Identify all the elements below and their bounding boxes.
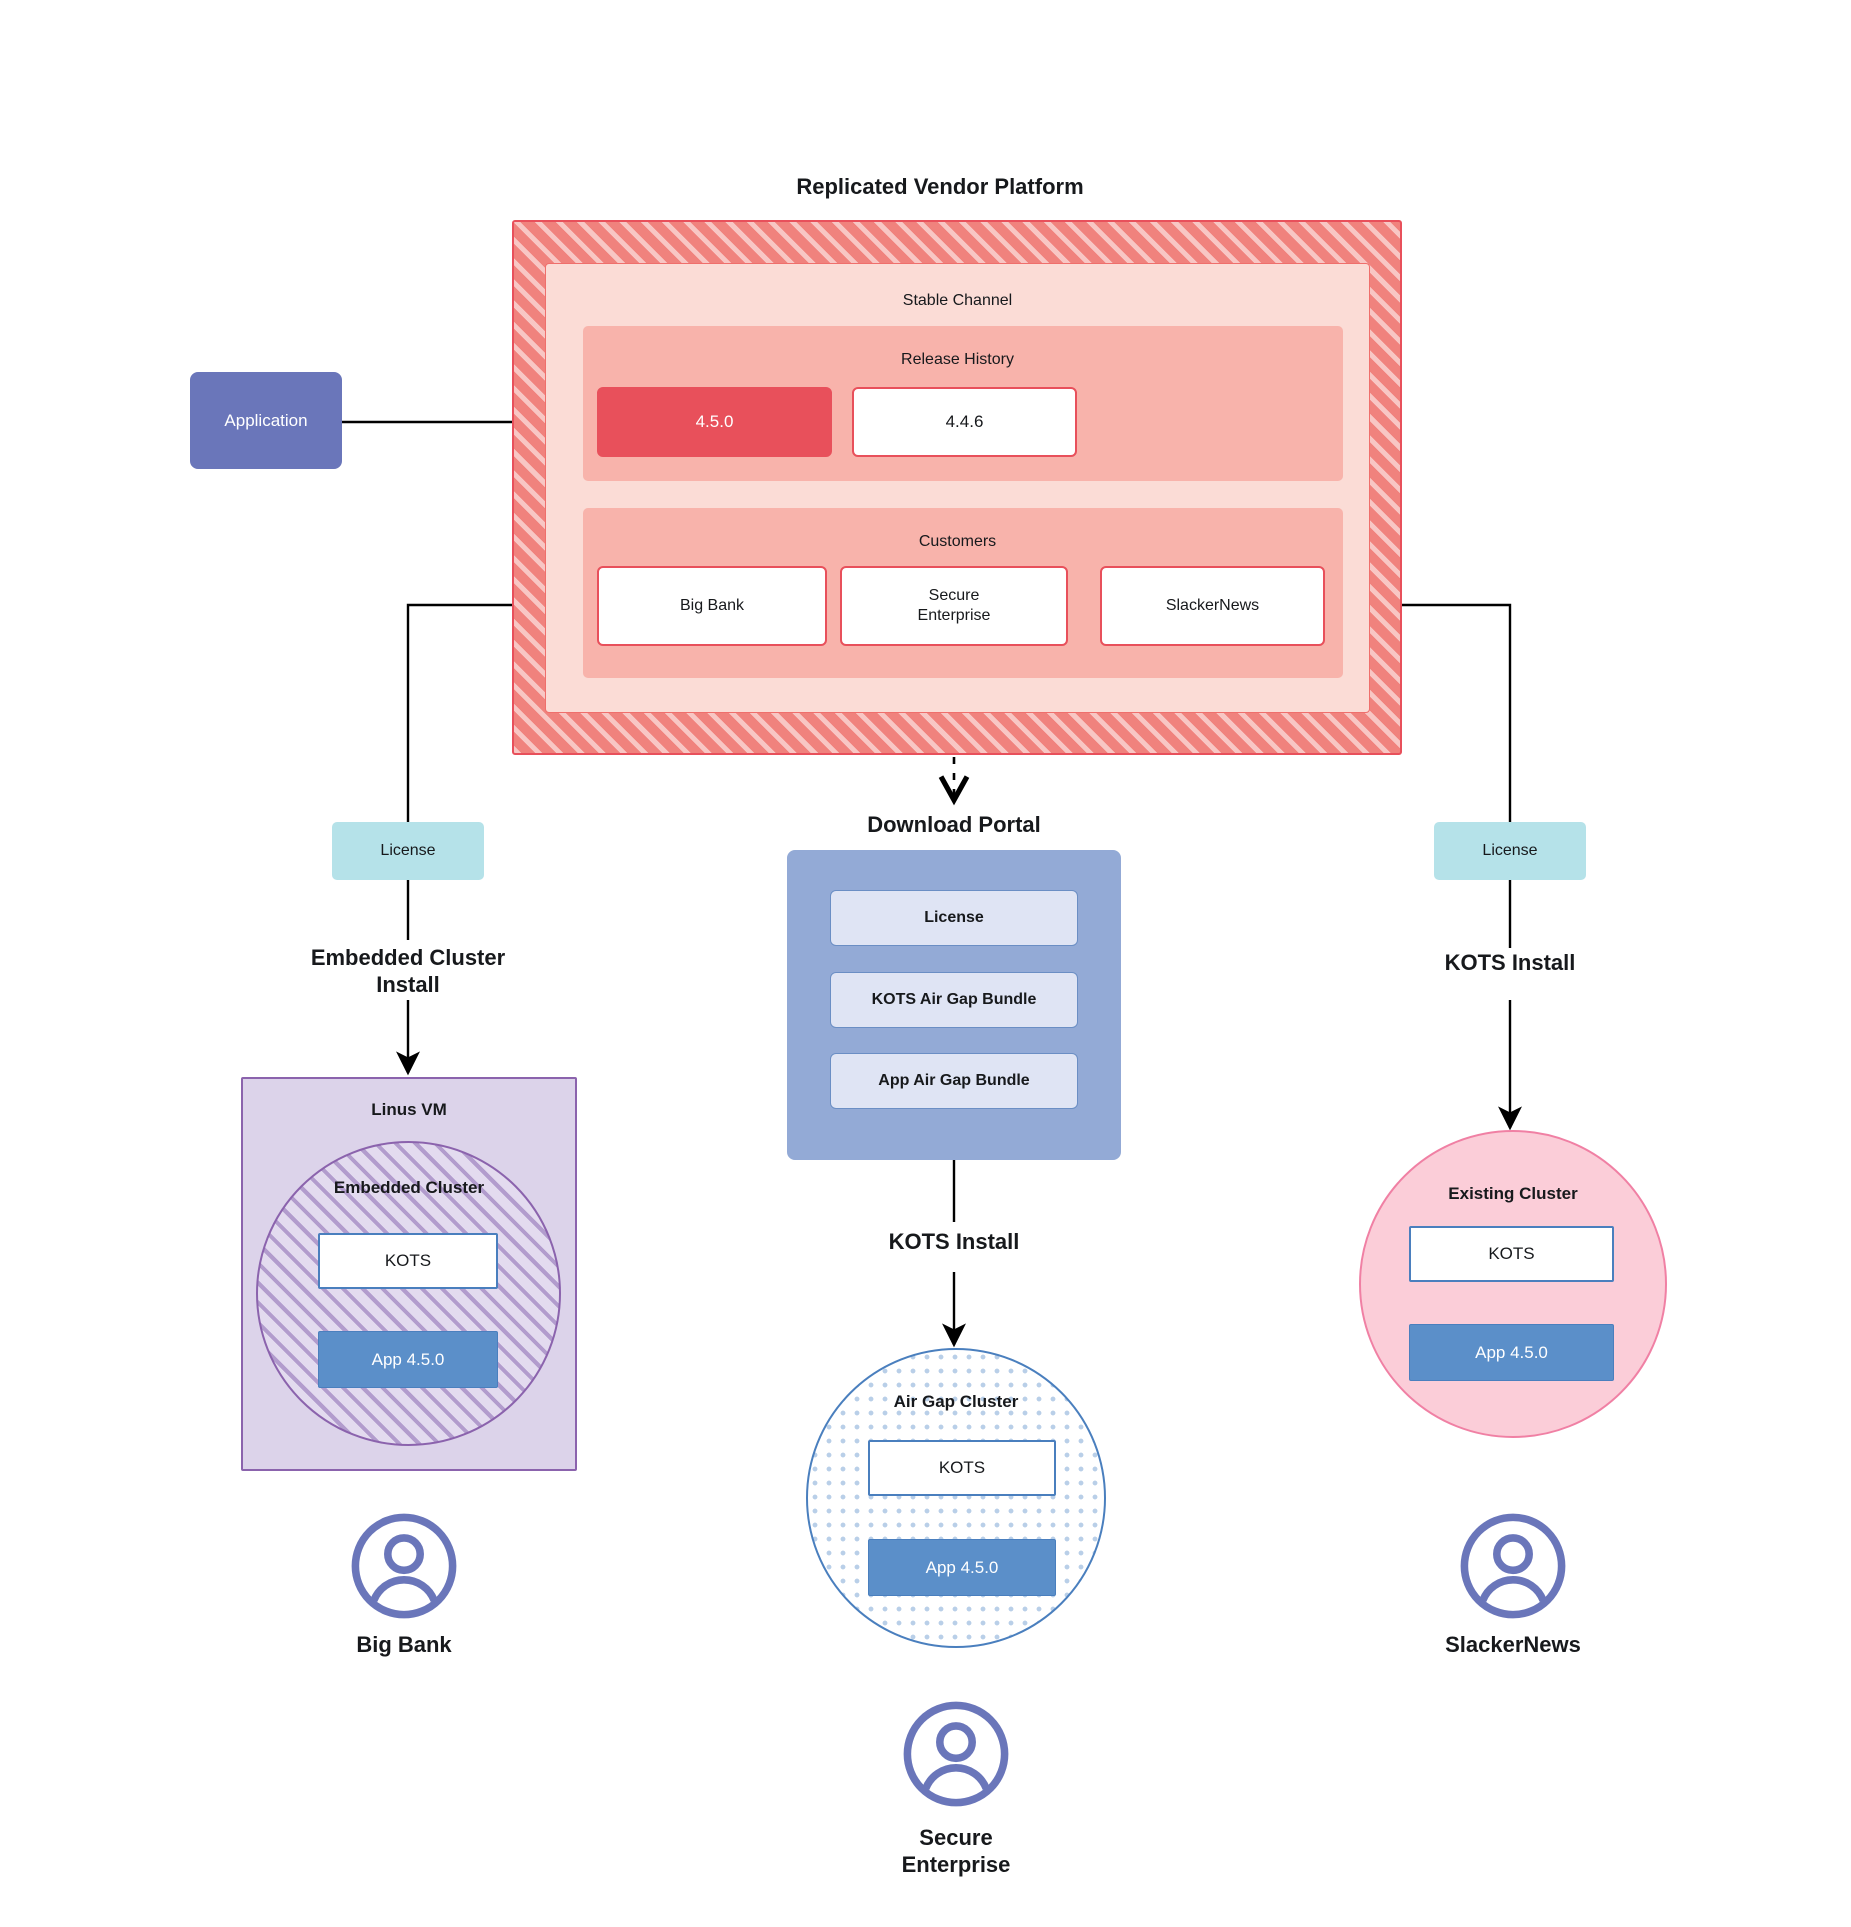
download-portal-title: Download Portal [867,812,1041,838]
center-customer-label: Secure Enterprise [901,1824,1011,1878]
right-install-label: KOTS Install [1444,950,1576,976]
center-install-label: KOTS Install [888,1229,1020,1255]
embedded-cluster-circle [256,1141,561,1446]
embedded-cluster-label: Embedded Cluster [333,1178,485,1198]
center-kots-box[interactable]: KOTS [868,1440,1056,1496]
left-customer-avatar [350,1512,458,1620]
right-kots-box[interactable]: KOTS [1409,1226,1614,1282]
air-gap-cluster-label: Air Gap Cluster [893,1392,1019,1412]
right-customer-label: SlackerNews [1445,1632,1581,1658]
portal-item-kots-air-gap-bundle[interactable]: KOTS Air Gap Bundle [830,972,1078,1028]
existing-cluster-circle [1359,1130,1667,1438]
center-app-box[interactable]: App 4.5.0 [868,1539,1056,1596]
right-app-box[interactable]: App 4.5.0 [1409,1324,1614,1381]
left-app-box[interactable]: App 4.5.0 [318,1331,498,1388]
left-kots-box[interactable]: KOTS [318,1233,498,1289]
customer-box-secure-enterprise[interactable]: Secure Enterprise [840,566,1068,646]
page-title: Replicated Vendor Platform [796,174,1084,200]
right-customer-avatar [1459,1512,1567,1620]
application-box[interactable]: Application [190,372,342,469]
release-box-previous[interactable]: 4.4.6 [852,387,1077,457]
portal-item-license[interactable]: License [830,890,1078,946]
release-history-label: Release History [901,351,1014,368]
center-customer-avatar [902,1700,1010,1808]
existing-cluster-label: Existing Cluster [1448,1184,1578,1204]
customers-label: Customers [918,533,997,550]
customer-box-slackernews[interactable]: SlackerNews [1100,566,1325,646]
customer-box-big-bank[interactable]: Big Bank [597,566,827,646]
portal-item-app-air-gap-bundle[interactable]: App Air Gap Bundle [830,1053,1078,1109]
air-gap-cluster-circle [806,1348,1106,1648]
stable-channel-label: Stable Channel [902,292,1013,309]
linus-vm-label: Linus VM [371,1100,447,1120]
release-box-current[interactable]: 4.5.0 [597,387,832,457]
right-license-chip[interactable]: License [1434,822,1586,880]
left-install-label: Embedded Cluster Install [310,944,506,998]
left-license-chip[interactable]: License [332,822,484,880]
left-customer-label: Big Bank [356,1632,452,1658]
